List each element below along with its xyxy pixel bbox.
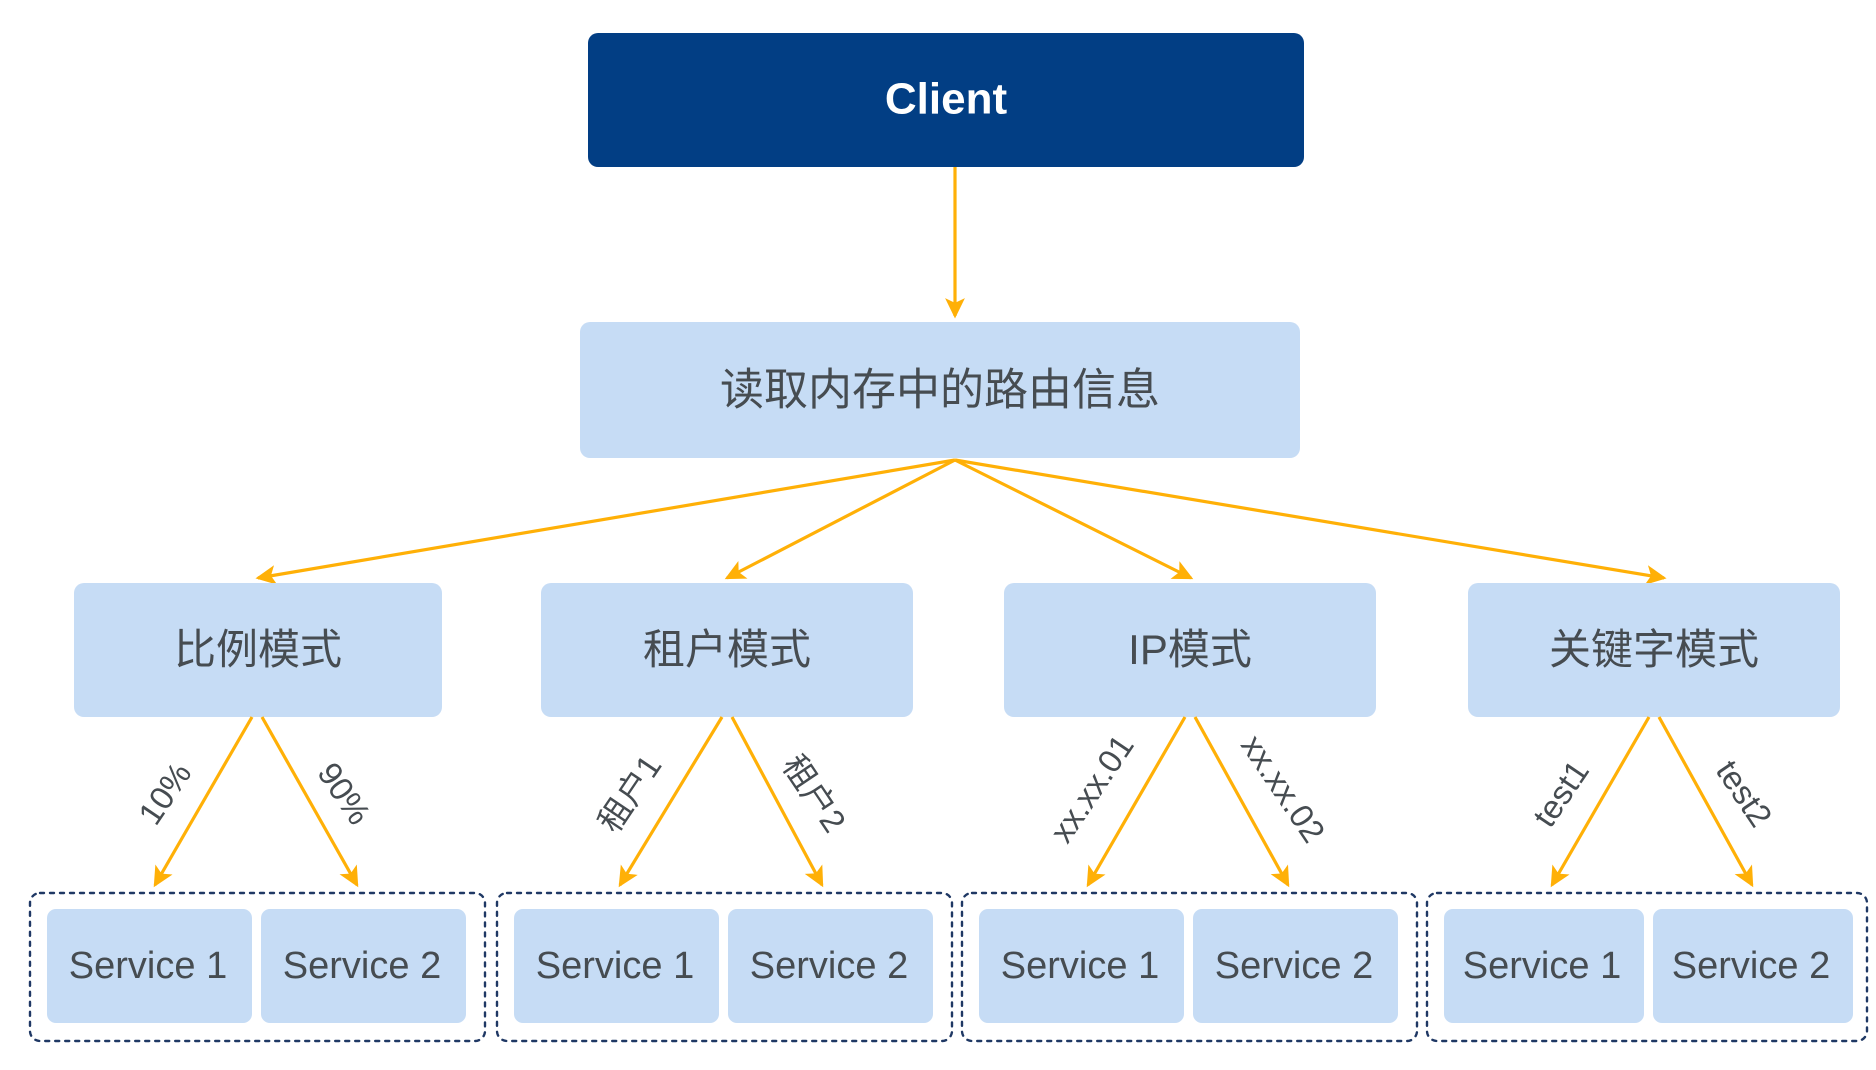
service-group-2	[960, 891, 1419, 1043]
edge-mode-1-to-service-1	[730, 716, 824, 888]
service-0-1-label: Service 2	[283, 945, 441, 987]
service-1-0-label: Service 1	[536, 945, 694, 987]
edge-router-to-mode-3	[954, 458, 1667, 585]
node-router[interactable]: 读取内存中的路由信息	[580, 322, 1300, 458]
node-service-2-0[interactable]: Service 1	[979, 909, 1184, 1023]
edge-mode-3-to-service-0	[1550, 716, 1651, 888]
node-service-3-1[interactable]: Service 2	[1653, 909, 1853, 1023]
service-3-1-label: Service 2	[1672, 945, 1830, 987]
node-service-2-1[interactable]: Service 2	[1193, 909, 1398, 1023]
client-label: Client	[885, 75, 1008, 124]
mode-3-label: 关键字模式	[1549, 626, 1759, 673]
service-2-0-label: Service 1	[1001, 945, 1159, 987]
edge-mode-2-to-service-0	[1086, 716, 1187, 888]
service-0-0-box	[47, 909, 252, 1023]
service-1-1-label: Service 2	[750, 945, 908, 987]
edge-router-to-mode-1	[724, 458, 956, 580]
node-mode-3[interactable]: 关键字模式	[1468, 583, 1840, 717]
service-3-0-label: Service 1	[1463, 945, 1621, 987]
mode-2-box	[1004, 583, 1376, 717]
edge-mode-0-to-service-1	[260, 716, 359, 888]
client-box	[588, 33, 1304, 167]
edge-label-mode-2-0: xx.xx.01	[1043, 728, 1141, 849]
node-service-0-1[interactable]: Service 2	[261, 909, 466, 1023]
node-service-1-1[interactable]: Service 2	[728, 909, 933, 1023]
node-service-3-0[interactable]: Service 1	[1444, 909, 1644, 1023]
edge-mode-2-to-service-1	[1193, 716, 1290, 888]
service-3-1-box	[1653, 909, 1853, 1023]
service-group-3	[1425, 891, 1869, 1043]
edge-label-mode-1-1: 租户2	[775, 748, 853, 839]
service-3-0-box	[1444, 909, 1644, 1023]
mode-1-label: 租户模式	[643, 626, 811, 673]
service-1-0-box	[514, 909, 719, 1023]
edge-mode-3-to-service-1	[1657, 716, 1754, 888]
service-0-0-label: Service 1	[69, 945, 227, 987]
node-service-1-0[interactable]: Service 1	[514, 909, 719, 1023]
mode-0-label: 比例模式	[174, 626, 342, 673]
node-mode-0[interactable]: 比例模式	[74, 583, 442, 717]
router-label: 读取内存中的路由信息	[720, 366, 1160, 415]
edge-router-to-mode-2	[954, 458, 1194, 580]
service-0-1-box	[261, 909, 466, 1023]
edge-mode-0-to-service-0	[153, 716, 254, 888]
mode-1-box	[541, 583, 913, 717]
service-2-1-label: Service 2	[1215, 945, 1373, 987]
edge-label-mode-2-1: xx.xx.02	[1234, 728, 1332, 849]
node-client[interactable]: Client	[588, 33, 1304, 167]
router-box	[580, 322, 1300, 458]
service-group-1	[495, 891, 954, 1043]
service-2-0-box	[979, 909, 1184, 1023]
node-mode-1[interactable]: 租户模式	[541, 583, 913, 717]
service-2-1-box	[1193, 909, 1398, 1023]
service-1-1-box	[728, 909, 933, 1023]
edge-label-mode-3-0: test1	[1525, 753, 1596, 833]
mode-3-box	[1468, 583, 1840, 717]
mode-2-label: IP模式	[1128, 626, 1252, 673]
mode-0-box	[74, 583, 442, 717]
edge-mode-1-to-service-0	[618, 716, 724, 888]
node-mode-2[interactable]: IP模式	[1004, 583, 1376, 717]
edge-router-to-mode-0	[255, 458, 956, 585]
edge-label-mode-0-0: 10%	[131, 756, 199, 831]
edge-label-mode-3-1: test2	[1709, 753, 1780, 833]
node-service-0-0[interactable]: Service 1	[47, 909, 252, 1023]
service-group-0	[28, 891, 487, 1043]
